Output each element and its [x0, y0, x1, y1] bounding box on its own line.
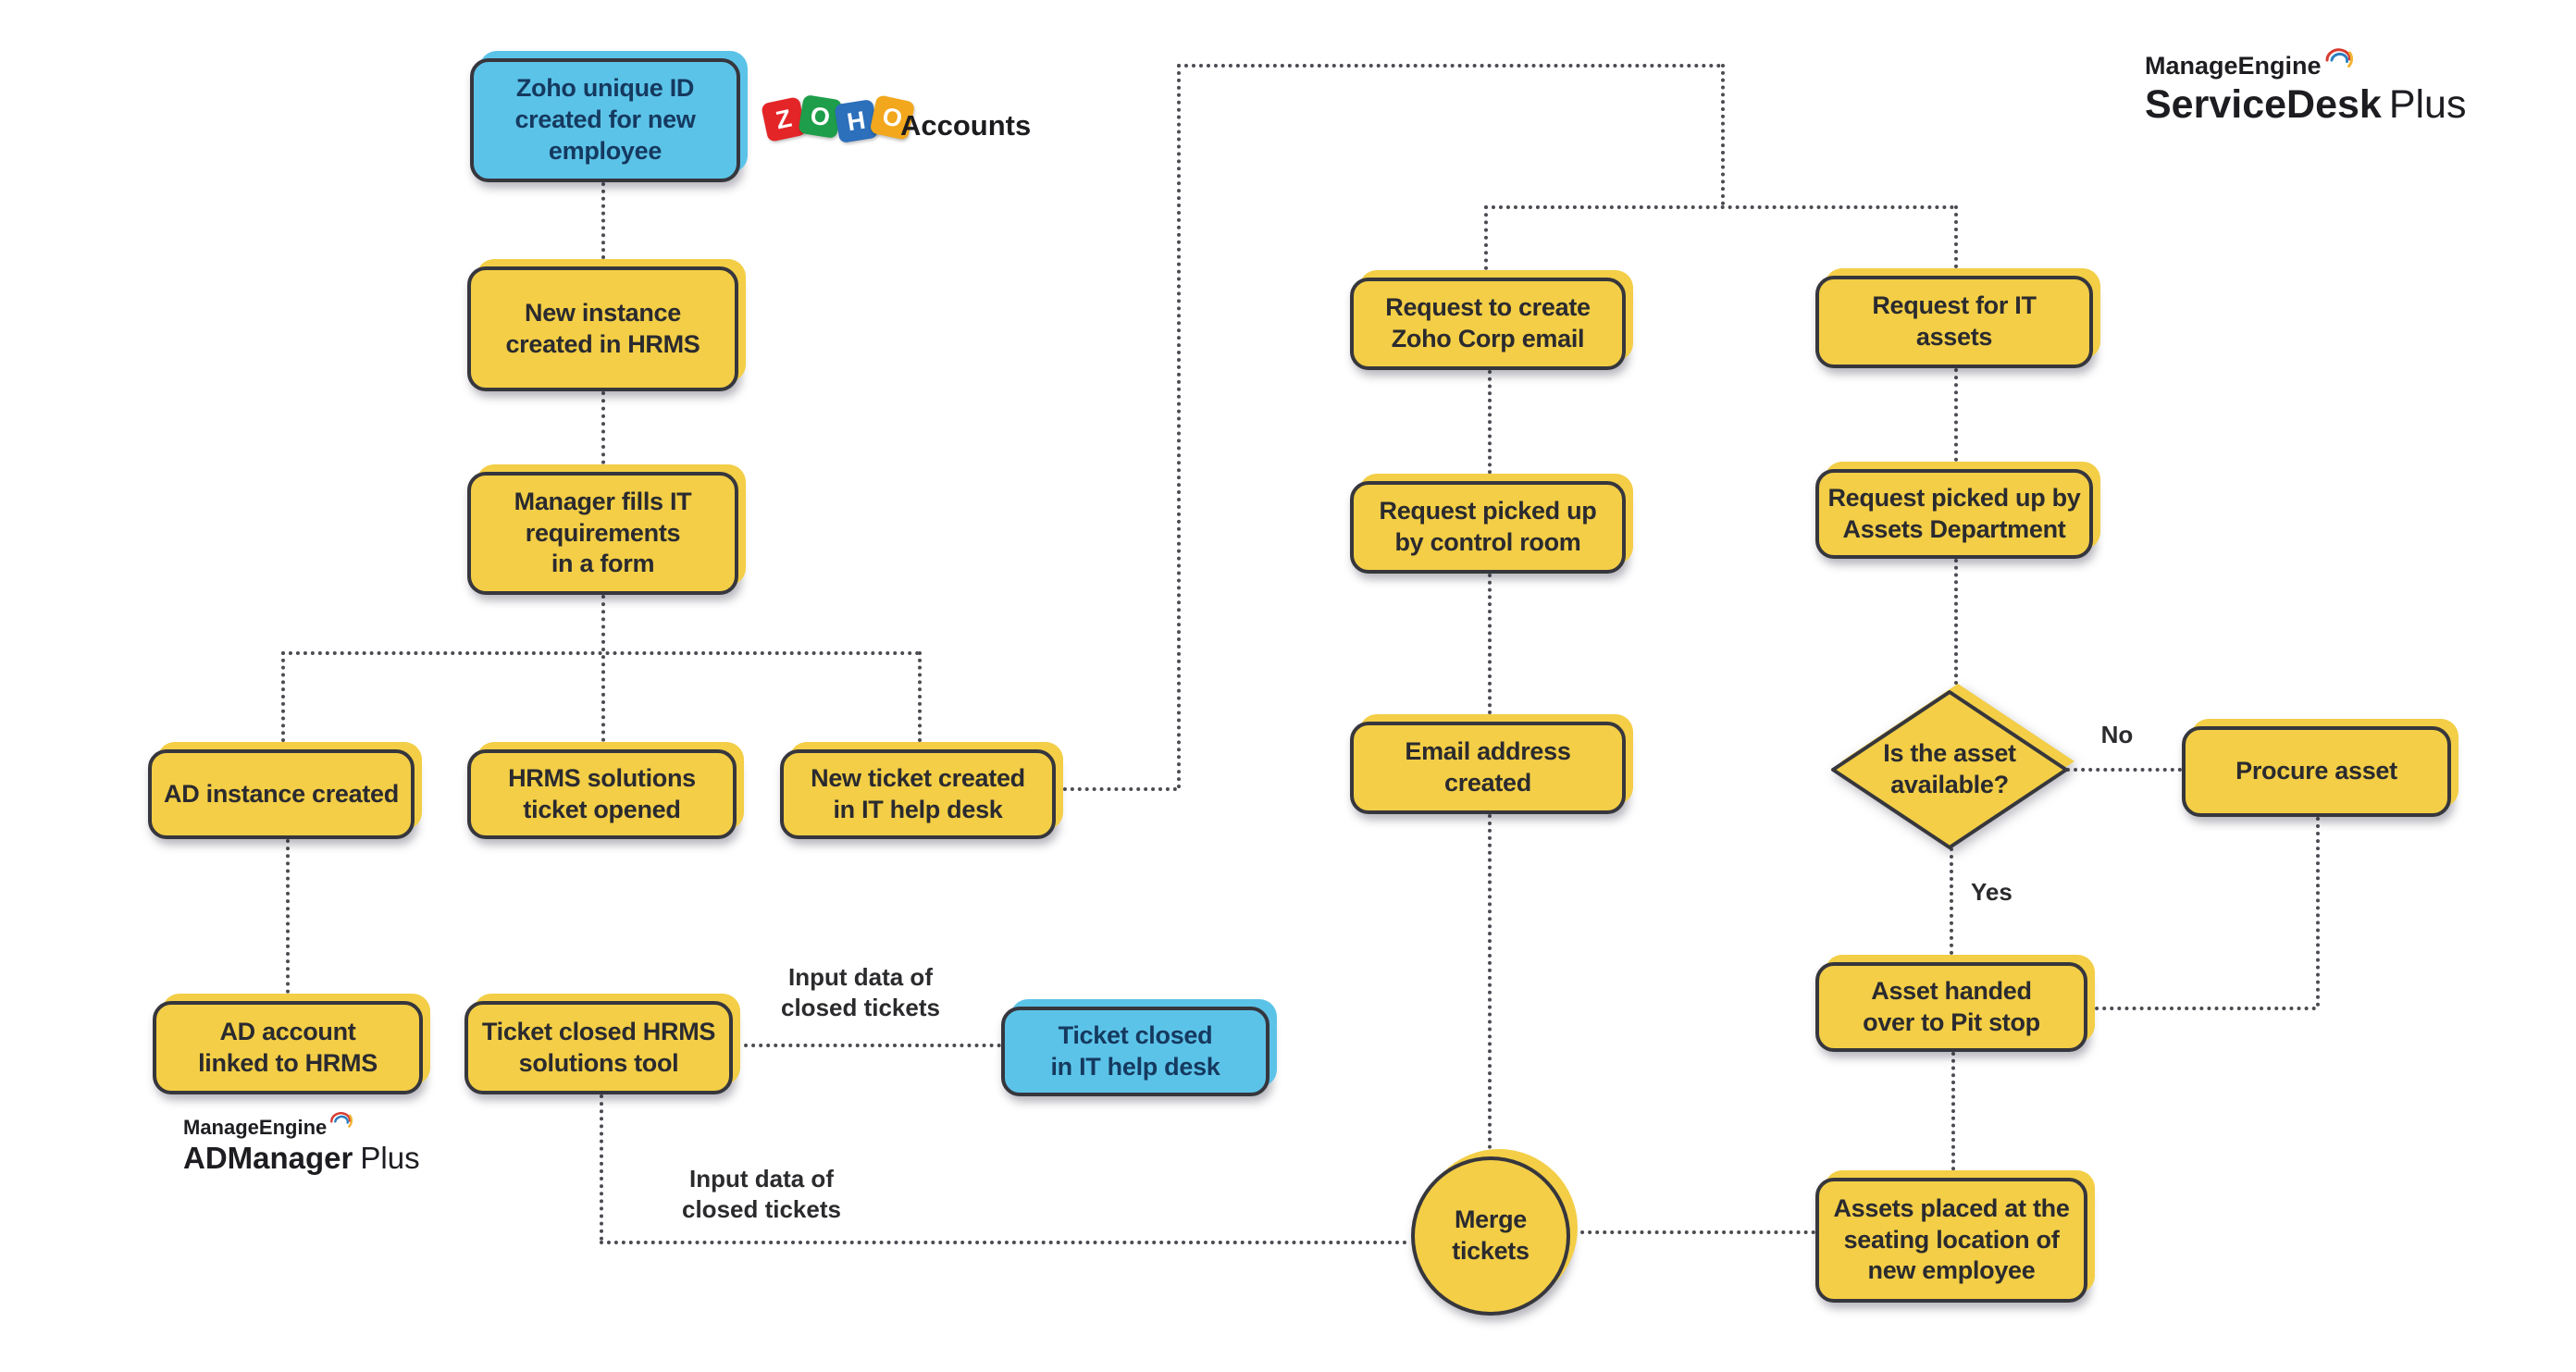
connector-merge-placed — [1573, 1230, 1815, 1234]
node-hrms-solutions-ticket: HRMS solutions ticket opened — [467, 749, 737, 839]
node-is-asset-available: Is the asset available? — [1883, 739, 2016, 798]
node-text: Email address created — [1405, 737, 1571, 797]
node-text: Ticket closed HRMS solutions tool — [481, 1017, 716, 1077]
manageengine-brand-text: ManageEngine — [183, 1116, 328, 1139]
connector-assets-dept — [1954, 368, 1958, 469]
edge-label-no: No — [2100, 721, 2134, 748]
zoho-logo: Z O H O — [761, 94, 916, 144]
node-merge-tickets: Merge tickets — [1411, 1156, 1570, 1316]
node-ad-instance-created: AD instance created — [148, 749, 415, 839]
node-text: Procure asset — [2235, 757, 2397, 785]
manageengine-brand: ManageEngine — [2145, 48, 2466, 80]
node-zoho-unique-id: Zoho unique ID created for new employee — [470, 58, 740, 182]
node-new-instance-hrms: New instance created in HRMS — [467, 266, 738, 391]
decision-diamond-shape — [1831, 684, 2074, 849]
connector-emailcreated-merge — [1488, 814, 1492, 1156]
node-text: Asset handed over to Pit stop — [1863, 976, 2040, 1036]
node-text: Zoho unique ID created for new employee — [514, 74, 696, 165]
node-text: Request for IT assets — [1872, 291, 2037, 351]
node-request-create-email: Request to create Zoho Corp email — [1350, 278, 1626, 370]
connector-split-adinstance — [281, 651, 285, 749]
connector-email-controlroom — [1488, 370, 1492, 481]
edge-label-input-data-top: Input data of closed tickets — [781, 963, 940, 1021]
node-ticket-closed-hrms: Ticket closed HRMS solutions tool — [464, 1001, 733, 1094]
connector-yes-branch — [1950, 847, 1953, 962]
connector-manager-split — [601, 595, 605, 749]
connector-dept-decision — [1954, 559, 1958, 692]
node-text: Manager fills IT requirements in a form — [514, 487, 692, 578]
edge-label-input-data-bottom: Input data of closed tickets — [682, 1165, 841, 1223]
connector-branch-assets — [1954, 205, 1958, 276]
node-text: Request to create Zoho Corp email — [1385, 293, 1591, 352]
connector-pitstop-placed — [1951, 1052, 1955, 1178]
connector-branch-horizontal — [1484, 205, 1954, 209]
node-text: New ticket created in IT help desk — [811, 763, 1025, 823]
zoho-accounts-label: Accounts — [900, 109, 1032, 142]
node-text: Ticket closed in IT help desk — [1050, 1020, 1220, 1081]
servicedesk-product-name: ServiceDesk — [2145, 82, 2382, 127]
manageengine-swirl-icon — [330, 1112, 353, 1128]
node-text: Request picked up by Assets Department — [1827, 483, 2081, 543]
node-text: Merge tickets — [1452, 1205, 1530, 1265]
connector-ticketclosed-down — [600, 1094, 603, 1241]
connector-split-newticket — [918, 651, 922, 749]
manageengine-swirl-icon — [2325, 48, 2353, 68]
edge-label-yes: Yes — [1971, 878, 2012, 906]
connector-split-horizontal — [281, 651, 920, 655]
connector-top-drop — [1721, 64, 1725, 205]
node-text: AD account linked to HRMS — [198, 1017, 378, 1077]
connector-no-branch — [2066, 768, 2182, 772]
connector-newticket-right — [1056, 787, 1177, 791]
connector-procure-pitstop — [2087, 1007, 2316, 1010]
node-procure-asset: Procure asset — [2182, 726, 2451, 817]
node-request-control-room: Request picked up by control room — [1350, 481, 1626, 574]
node-text: AD instance created — [164, 779, 399, 808]
node-request-it-assets: Request for IT assets — [1815, 276, 2093, 368]
manageengine-brand-text: ManageEngine — [2145, 52, 2322, 80]
node-manager-fills-form: Manager fills IT requirements in a form — [467, 472, 738, 595]
connector-procure-down — [2316, 817, 2320, 1007]
connector-controlroom-emailcreated — [1488, 574, 1492, 722]
node-text: Assets placed at the seating location of… — [1833, 1193, 2070, 1285]
manageengine-brand: ManageEngine — [183, 1112, 420, 1140]
connector-right-up — [1177, 64, 1181, 789]
connector-ticketclosed-merge — [600, 1241, 1407, 1244]
connector-zohoid-newinstance — [601, 182, 605, 266]
node-text: HRMS solutions ticket opened — [508, 763, 696, 823]
connector-top-horizontal — [1177, 64, 1721, 68]
node-text: New instance created in HRMS — [505, 298, 700, 358]
connector-newinstance-manager — [601, 391, 605, 472]
node-request-assets-dept: Request picked up by Assets Department — [1815, 469, 2093, 559]
node-assets-placed: Assets placed at the seating location of… — [1815, 1178, 2087, 1303]
node-ad-account-linked: AD account linked to HRMS — [153, 1001, 423, 1094]
connector-adinstance-adaccount — [286, 839, 290, 1001]
connector-branch-email — [1484, 205, 1488, 278]
node-new-ticket-helpdesk: New ticket created in IT help desk — [780, 749, 1056, 839]
node-ticket-closed-helpdesk: Ticket closed in IT help desk — [1001, 1007, 1269, 1096]
node-text: Request picked up by control room — [1379, 497, 1597, 556]
connector-closedhrms-closedhelpdesk — [737, 1044, 1001, 1047]
node-asset-pit-stop: Asset handed over to Pit stop — [1815, 962, 2087, 1052]
admanager-product-edition: Plus — [360, 1141, 420, 1175]
admanager-product-name: ADManager — [183, 1141, 353, 1175]
node-email-address-created: Email address created — [1350, 722, 1626, 814]
servicedesk-product-edition: Plus — [2388, 82, 2467, 127]
